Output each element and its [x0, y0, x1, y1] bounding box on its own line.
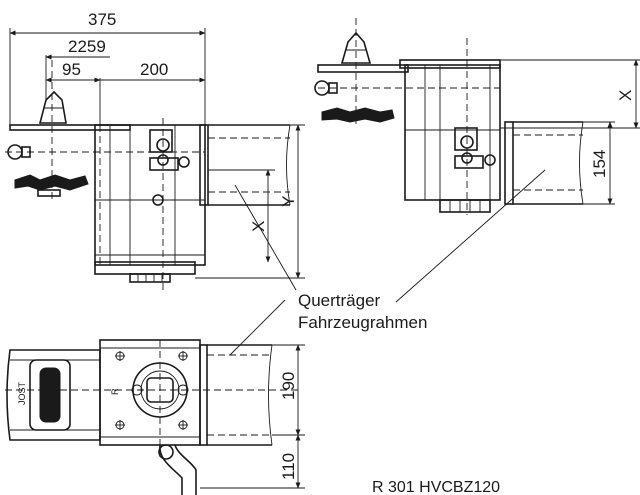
reference-code: R 301 HVCBZ120 — [372, 479, 500, 495]
dimension-154: 154 — [590, 150, 609, 178]
dimension-110: 110 — [279, 453, 298, 480]
dimension-x154-right — [500, 59, 640, 205]
part-mark: R — [110, 388, 120, 395]
plan-view — [5, 339, 300, 495]
dimension-95: 95 — [62, 60, 81, 79]
dimension-190-110 — [200, 344, 305, 489]
dimension-x-right: X — [616, 90, 635, 101]
side-view-left — [5, 60, 291, 290]
callout-frame-label: Fahrzeugrahmen — [298, 313, 427, 332]
plate-text: JOST — [17, 381, 27, 405]
dimension-375: 375 — [88, 10, 116, 29]
dimension-chain-top — [9, 28, 206, 125]
dimension-xy-left — [195, 124, 305, 279]
dimension-200: 200 — [140, 60, 168, 79]
callout-leaders — [229, 169, 546, 356]
dimension-y-left: Y — [279, 196, 298, 207]
dimension-2259: 2259 — [68, 37, 106, 56]
callout-crossbeam-label: Querträger — [298, 291, 381, 310]
dimension-190: 190 — [279, 372, 298, 400]
side-view-right — [314, 18, 584, 215]
